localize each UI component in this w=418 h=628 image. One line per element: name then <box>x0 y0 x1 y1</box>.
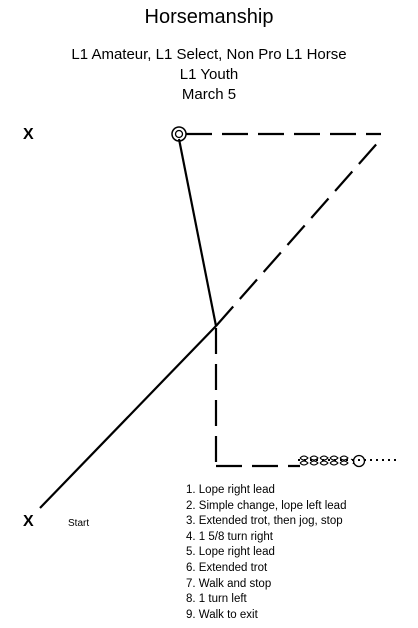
path-lope-left-lead <box>215 138 382 327</box>
jog-loops-icon <box>299 455 349 466</box>
marker-x-bottom: X <box>23 513 34 530</box>
youth-class: L1 Youth <box>179 66 239 83</box>
path-lope-right-lead <box>39 325 217 509</box>
step-item: 2. Simple change, lope left lead <box>186 499 347 512</box>
pattern-steps-list: 1. Lope right lead 2. Simple change, lop… <box>186 483 346 623</box>
step-item: 6. Extended trot <box>186 561 268 574</box>
step-item: 9. Walk to exit <box>186 608 258 621</box>
pattern-date: March 5 <box>181 86 237 103</box>
pattern-title: Horsemanship <box>144 6 274 28</box>
step-item: 1. Lope right lead <box>186 484 275 496</box>
marker-x-top: X <box>23 126 34 143</box>
step-item: 3. Extended trot, then jog, stop <box>186 515 343 528</box>
class-list: L1 Amateur, L1 Select, Non Pro L1 Horse <box>71 46 347 63</box>
turn-left-icon <box>350 454 366 468</box>
step-item: 5. Lope right lead <box>186 546 275 559</box>
start-label: Start <box>68 518 90 529</box>
step-item: 7. Walk and stop <box>186 577 272 590</box>
turn-right-icon <box>171 126 187 142</box>
step-item: 8. 1 turn left <box>186 593 247 606</box>
step-item: 4. 1 5/8 turn right <box>186 530 273 543</box>
path-lope-from-top <box>177 138 218 327</box>
